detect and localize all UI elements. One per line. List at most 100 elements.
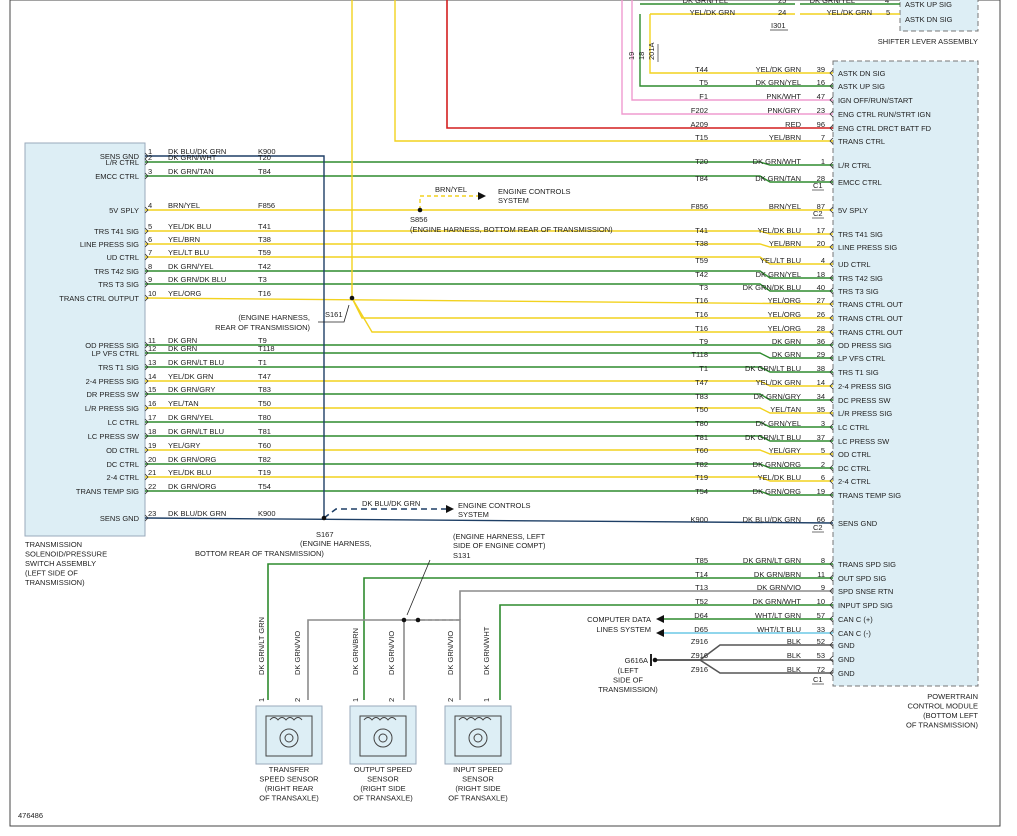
solenoid-pin-21-name: 2-4 CTRL — [106, 473, 139, 482]
pcm-pin-66-circuit: K900 — [690, 515, 708, 524]
pcm-connector-c2-label: C2 — [813, 209, 823, 218]
pcm-pin-66-name: SENS GND — [838, 519, 878, 528]
pcm-pin-27-circuit: T16 — [695, 296, 708, 305]
wire-T54-trans-temp-sig — [145, 490, 833, 496]
splice-s856-dot — [417, 207, 423, 213]
connector-chevron — [144, 267, 149, 275]
solenoid-pin-16-circuit: T50 — [258, 399, 271, 408]
pcm-pin-20-wire-color: YEL/BRN — [769, 239, 801, 248]
pcm-title-line: POWERTRAIN — [927, 692, 978, 701]
sensor-body — [454, 715, 502, 757]
wire-T13-spd-snse-rtn — [459, 590, 833, 620]
pcm-pin-26-wire-color: YEL/ORG — [768, 310, 802, 319]
wire-T38-line-press-sig — [145, 243, 833, 248]
solenoid-pin-13-number: 13 — [148, 358, 156, 367]
pcm-pin-34-name: DC PRESS SW — [838, 396, 891, 405]
sensor-wire-pin: 2 — [446, 698, 455, 702]
leader-line — [406, 559, 431, 616]
pcm-pin-19-circuit: T54 — [695, 487, 708, 496]
pcm-pin-38-circuit: T1 — [699, 364, 708, 373]
arrow-head — [656, 629, 664, 637]
pcm-pin-7-name: TRANS CTRL — [838, 137, 885, 146]
pcm-pin-40-number: 40 — [817, 283, 825, 292]
solenoid-pin-22-name: TRANS TEMP SIG — [76, 487, 139, 496]
solenoid-pin-23-circuit: K900 — [258, 509, 276, 518]
solenoid-pin-7-number: 7 — [148, 248, 152, 257]
pcm-pin-39-wire-color: YEL/DK GRN — [756, 65, 801, 74]
sensor-title-line: INPUT SPEED — [453, 765, 503, 774]
sensor-title-line: (RIGHT SIDE — [360, 784, 405, 793]
sensor-coil — [269, 717, 303, 721]
pcm-pin-34-circuit: T83 — [695, 392, 708, 401]
pcm-pin-11-wire-color: DK GRN/BRN — [754, 570, 801, 579]
connector-chevron — [829, 409, 834, 417]
connector-chevron — [829, 382, 834, 390]
ground-id: G616A — [625, 656, 648, 665]
sensor-wire-color: DK GRN/VIO — [446, 631, 455, 675]
pcm-pin-17-name: TRS T41 SIG — [838, 230, 883, 239]
connector-chevron — [829, 206, 834, 214]
pcm-pin-28-number: 28 — [817, 174, 825, 183]
connector-chevron — [829, 423, 834, 431]
connector-chevron — [144, 152, 149, 160]
pcm-pin-4-name: UD CTRL — [838, 260, 871, 269]
pcm-pin-96-wire-color: RED — [785, 120, 801, 129]
connector-chevron — [829, 615, 834, 623]
pcm-pin-9-number: 9 — [821, 583, 825, 592]
pcm-pin-6-wire-color: YEL/DK BLU — [758, 473, 801, 482]
sensor-wire-color: DK GRN/VIO — [387, 631, 396, 675]
sensor-title-line: OF TRANSAXLE) — [259, 794, 319, 803]
solenoid-pin-18-name: LC PRESS SW — [88, 432, 140, 441]
pcm-pin-47-circuit: F1 — [699, 92, 708, 101]
pcm-pin-57-name: CAN C (+) — [838, 615, 873, 624]
connector-chevron — [829, 96, 834, 104]
wire-T16-trans-ctrl-out-28 — [351, 297, 833, 333]
solenoid-pin-12-circuit: T118 — [258, 344, 275, 353]
s167-desc: BOTTOM REAR OF TRANSMISSION) — [195, 549, 324, 558]
pcm-pin-72-wire-color: BLK — [787, 665, 801, 674]
pcm-pin-35-name: L/R PRESS SIG — [838, 409, 892, 418]
pcm-pin-10-wire-color: DK GRN/WHT — [753, 597, 802, 606]
pcm-pin-34-wire-color: DK GRN/GRY — [754, 392, 801, 401]
pcm-pin-23-circuit: F202 — [691, 106, 708, 115]
solenoid-pin-17-number: 17 — [148, 413, 156, 422]
pcm-pin-9-name: SPD SNSE RTN — [838, 587, 893, 596]
pcm-pin-4-number: 4 — [821, 256, 825, 265]
solenoid-pin-3-name: EMCC CTRL — [95, 172, 139, 181]
ground-desc-line: SIDE OF — [613, 676, 643, 685]
pcm-pin-20-number: 20 — [817, 239, 825, 248]
pcm-pin-37-number: 37 — [817, 433, 825, 442]
sensor-title-line: (RIGHT SIDE — [455, 784, 500, 793]
wire-dkblu-branch — [323, 508, 450, 519]
solenoid-pin-7-name: UD CTRL — [106, 253, 139, 262]
s856-dest-line: ENGINE CONTROLS — [498, 187, 571, 196]
connector-chevron — [144, 227, 149, 235]
pcm-pin-72-name: GND — [838, 669, 855, 678]
pcm-pin-6-name: 2-4 CTRL — [838, 477, 871, 486]
pcm-pin-96-circuit: A209 — [690, 120, 708, 129]
pcm-pin-66-number: 66 — [817, 515, 825, 524]
pcm-pin-16-circuit: T5 — [699, 78, 708, 87]
sensor-coil — [363, 717, 397, 721]
connector-chevron — [829, 396, 834, 404]
connector-chevron — [144, 363, 149, 371]
solenoid-pin-8-number: 8 — [148, 262, 152, 271]
shifter-connector-id: I301 — [771, 21, 786, 30]
pcm-pin-8-number: 8 — [821, 556, 825, 565]
solenoid-pin-4-number: 4 — [148, 201, 152, 210]
pcm-pin-40-circuit: T3 — [699, 283, 708, 292]
solenoid-pin-13-circuit: T1 — [258, 358, 267, 367]
solenoid-pin-11-wire-color: DK GRN — [168, 336, 197, 345]
pcm-connector-c2-label: C2 — [813, 523, 823, 532]
pcm-pin-40-wire-color: DK GRN/DK BLU — [743, 283, 801, 292]
pcm-pin-3-wire-color: DK GRN/YEL — [756, 419, 801, 428]
connector-chevron — [144, 341, 149, 349]
wire-T16-trans-ctrl-out-27 — [144, 297, 834, 305]
solenoid-pin-14-circuit: T47 — [258, 372, 271, 381]
pcm-pin-14-wire-color: YEL/DK GRN — [756, 378, 801, 387]
shifter-wire-color: DK GRN/YEL — [810, 0, 855, 5]
pcm-pin-19-name: TRANS TEMP SIG — [838, 491, 901, 500]
splice-s131-dot — [401, 617, 407, 623]
pcm-pin-23-wire-color: PNK/GRY — [767, 106, 801, 115]
solenoid-pin-2-wire-color: DK GRN/WHT — [168, 153, 217, 162]
